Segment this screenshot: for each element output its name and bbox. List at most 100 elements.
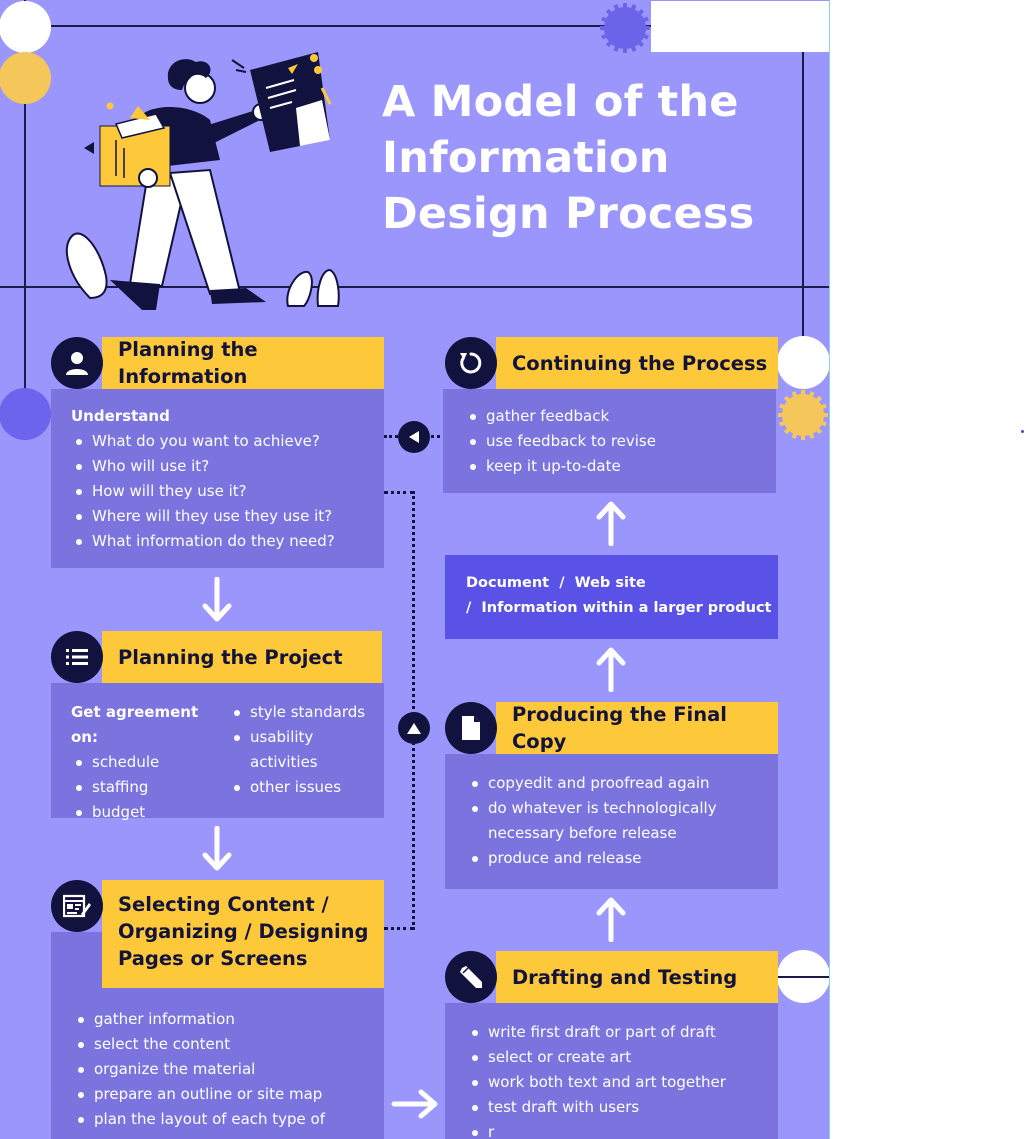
drafting-box: write first draft or part of draft selec…: [445, 1003, 778, 1139]
list-item: Where will they use they use it?: [71, 504, 384, 529]
list-item: schedule: [71, 750, 229, 775]
continuing-heading: Continuing the Process: [512, 351, 768, 375]
list-icon: [66, 649, 88, 665]
producing-header: Producing the Final Copy: [496, 702, 778, 754]
list-item: organize the material: [73, 1057, 384, 1082]
drafting-icon-badge: [445, 951, 497, 1003]
list-item: prepare an outline or site map: [73, 1082, 384, 1107]
planning-info-heading: Planning the Information: [118, 338, 258, 388]
edit-document-icon: [63, 894, 91, 918]
list-item: What do you want to achieve?: [71, 429, 384, 454]
infographic-canvas: A Model of the Information Design Proces…: [0, 0, 830, 1139]
frame-right-line: [802, 52, 804, 340]
arrow-down-icon: [202, 826, 232, 871]
white-rect-top-right: [651, 1, 829, 52]
planning-info-lead: Understand: [71, 407, 170, 425]
planning-info-icon-badge: [51, 337, 103, 389]
list-item: use feedback to revise: [465, 429, 776, 454]
list-item: work both text and art together: [467, 1070, 778, 1095]
triangle-up-icon: [407, 723, 421, 734]
producing-box: copyedit and proofread again do whatever…: [445, 754, 778, 889]
drafting-header: Drafting and Testing: [496, 951, 778, 1003]
selecting-icon-badge: [51, 880, 103, 932]
planning-info-list: What do you want to achieve? Who will us…: [71, 429, 384, 554]
lower-right-line: [777, 976, 829, 978]
selecting-heading-line-3: Pages or Screens: [118, 947, 308, 970]
arrow-right-icon: [391, 1089, 438, 1119]
list-item: r: [467, 1120, 778, 1139]
planning-project-icon-badge: [51, 631, 103, 683]
output-line-2: / Information within a larger product: [466, 600, 772, 616]
output-line-1: Document / Web site: [466, 575, 646, 591]
title-line-3: Design Process: [382, 189, 755, 239]
list-item: usability activities: [229, 725, 339, 775]
list-item: gather information: [73, 1007, 384, 1032]
continuing-header: Continuing the Process: [496, 337, 778, 389]
white-circle-top-left: [0, 1, 51, 53]
list-item: How will they use it?: [71, 479, 384, 504]
planning-project-header: Planning the Project: [102, 631, 382, 683]
planning-info-box: Understand What do you want to achieve? …: [51, 389, 384, 568]
list-item: keep it up-to-date: [465, 454, 776, 479]
output-box: Document / Web site / Information within…: [445, 555, 778, 639]
user-icon: [66, 352, 88, 375]
selecting-heading-line-1: Selecting Content /: [118, 893, 329, 916]
refresh-icon: [460, 352, 482, 374]
person-illustration: [65, 52, 340, 310]
blue-gear-decoration: [598, 1, 652, 55]
producing-list: copyedit and proofread again do whatever…: [467, 771, 727, 871]
list-item: do whatever is technologically necessary…: [467, 796, 727, 846]
pencil-icon: [460, 966, 482, 988]
continuing-icon-badge: [445, 337, 497, 389]
frame-top-line: [0, 25, 829, 27]
stray-dot: [1021, 430, 1024, 433]
connector-vertical-line: [412, 491, 415, 930]
continuing-box: gather feedback use feedback to revise k…: [443, 389, 776, 493]
list-item: select the content: [73, 1032, 384, 1057]
planning-project-heading: Planning the Project: [118, 645, 343, 669]
selecting-header: Selecting Content / Organizing / Designi…: [102, 880, 384, 988]
file-icon: [462, 716, 480, 740]
list-item: gather feedback: [465, 404, 776, 429]
connector-planning-to-line: [384, 491, 414, 494]
title-line-2: Information: [382, 133, 670, 183]
planning-project-lead: Get agreement on:: [71, 703, 199, 746]
yellow-gear-decoration: [776, 388, 829, 442]
planning-project-list-2: style standards usability activities oth…: [229, 700, 369, 825]
list-item: plan the layout of each type of: [73, 1107, 384, 1132]
selecting-heading-line-2: Organizing / Designing: [118, 920, 369, 943]
title-line-1: A Model of the: [382, 77, 739, 127]
arrow-node-left: [398, 421, 430, 453]
drafting-heading: Drafting and Testing: [512, 965, 738, 989]
planning-project-box: Get agreement on: schedule staffing budg…: [51, 683, 384, 821]
list-item: copyedit and proofread again: [467, 771, 727, 796]
producing-heading: Producing the Final Copy: [512, 703, 727, 753]
white-circle-right: [777, 336, 829, 389]
list-item: staffing: [71, 775, 229, 800]
continuing-list: gather feedback use feedback to revise k…: [465, 404, 776, 479]
list-item: test draft with users: [467, 1095, 778, 1120]
list-item: What information do they need?: [71, 529, 384, 554]
producing-icon-badge: [445, 702, 497, 754]
triangle-left-icon: [409, 431, 419, 443]
list-item: select or create art: [467, 1045, 778, 1070]
page-title: A Model of the Information Design Proces…: [382, 74, 802, 242]
list-item: budget: [71, 800, 229, 825]
list-item: style standards: [229, 700, 369, 725]
planning-project-list-1: schedule staffing budget: [71, 750, 229, 825]
list-item: Who will use it?: [71, 454, 384, 479]
drafting-list: write first draft or part of draft selec…: [467, 1020, 778, 1139]
blue-circle-left: [0, 388, 51, 440]
list-item: write first draft or part of draft: [467, 1020, 778, 1045]
list-item: produce and release: [467, 846, 727, 871]
arrow-up-icon: [596, 647, 626, 692]
selecting-list: gather information select the content or…: [73, 1007, 384, 1132]
arrow-down-icon: [202, 577, 232, 622]
connector-selecting-to-line: [384, 927, 414, 930]
frame-middle-line: [0, 286, 829, 288]
arrow-up-icon: [596, 897, 626, 942]
frame-left-line: [24, 0, 26, 440]
arrow-node-up: [398, 712, 430, 744]
planning-info-header: Planning the Information: [102, 337, 384, 389]
arrow-up-icon: [596, 501, 626, 546]
